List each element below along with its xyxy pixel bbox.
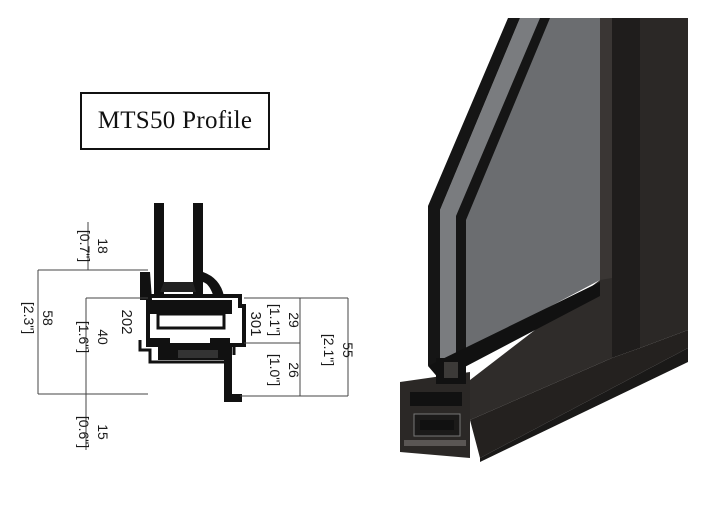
dim-chamber-left-value: 202: [118, 309, 135, 334]
dim-lower-right-value: 26: [286, 362, 302, 378]
dimension-lines: [37, 222, 349, 450]
frame-inner-right: [612, 18, 640, 358]
glass-pane-inner: [464, 18, 600, 352]
gasket-right: [203, 272, 224, 298]
sash-bottom-rail: [470, 278, 612, 420]
dim-upper-right-value: 29: [286, 312, 302, 328]
end-thermal-break: [420, 420, 454, 430]
end-upper-chamber: [410, 392, 462, 406]
window-corner-render: [400, 18, 688, 462]
dim-lower-right-inch: [1.0"]: [267, 354, 283, 386]
upper-chamber-bar: [150, 300, 232, 314]
glass-pane-left: [154, 203, 164, 295]
dim-inner-left-inch: [1.6"]: [76, 321, 92, 353]
dim-bottom-left-inch: [0.6"]: [76, 416, 92, 448]
frame-bottom-edge: [480, 348, 688, 462]
frame-bottom-rail: [470, 330, 688, 458]
cross-section-profile: [138, 203, 246, 402]
spacer-bar: [160, 282, 196, 292]
dim-glass-top-inch: [0.7"]: [77, 230, 93, 262]
frame-outer-right: [640, 18, 688, 348]
end-base-flange: [404, 440, 466, 446]
dim-overall-right-value: 55: [340, 342, 356, 358]
gasket-left: [140, 272, 152, 300]
dim-inner-left-value: 40: [95, 329, 111, 345]
dim-bottom-left-value: 15: [95, 424, 111, 440]
profile-title: MTS50 Profile: [97, 107, 253, 134]
dim-upper-right-inch: [1.1"]: [267, 304, 283, 336]
glass-pane-outer: [440, 18, 548, 362]
glazing-bead: [428, 282, 600, 380]
glass-edge-outer: [428, 18, 520, 366]
dim-overall-left-value: 58: [40, 310, 56, 326]
upper-chamber: [156, 312, 226, 330]
dim-overall-right-inch: [2.1"]: [321, 334, 337, 366]
dim-chamber-right-value: 301: [247, 311, 264, 336]
thermal-break-right: [210, 338, 230, 346]
title-box: MTS50 Profile: [80, 92, 270, 150]
glass-edge-inner: [456, 18, 550, 356]
lower-chamber-outline: [138, 340, 236, 364]
dim-glass-top-value: 18: [95, 238, 111, 254]
end-spacer: [444, 362, 458, 378]
dim-overall-left-inch: [2.3"]: [21, 302, 37, 334]
dimension-labels: [0.7"] 18 [2.3"] 58 [1.6"] 40 202 301 [1…: [21, 230, 356, 448]
lower-chamber-slot: [178, 350, 218, 358]
frame-rabbet-right: [600, 18, 612, 362]
thermal-break-left: [150, 338, 170, 346]
glass-pane-right: [193, 203, 203, 295]
